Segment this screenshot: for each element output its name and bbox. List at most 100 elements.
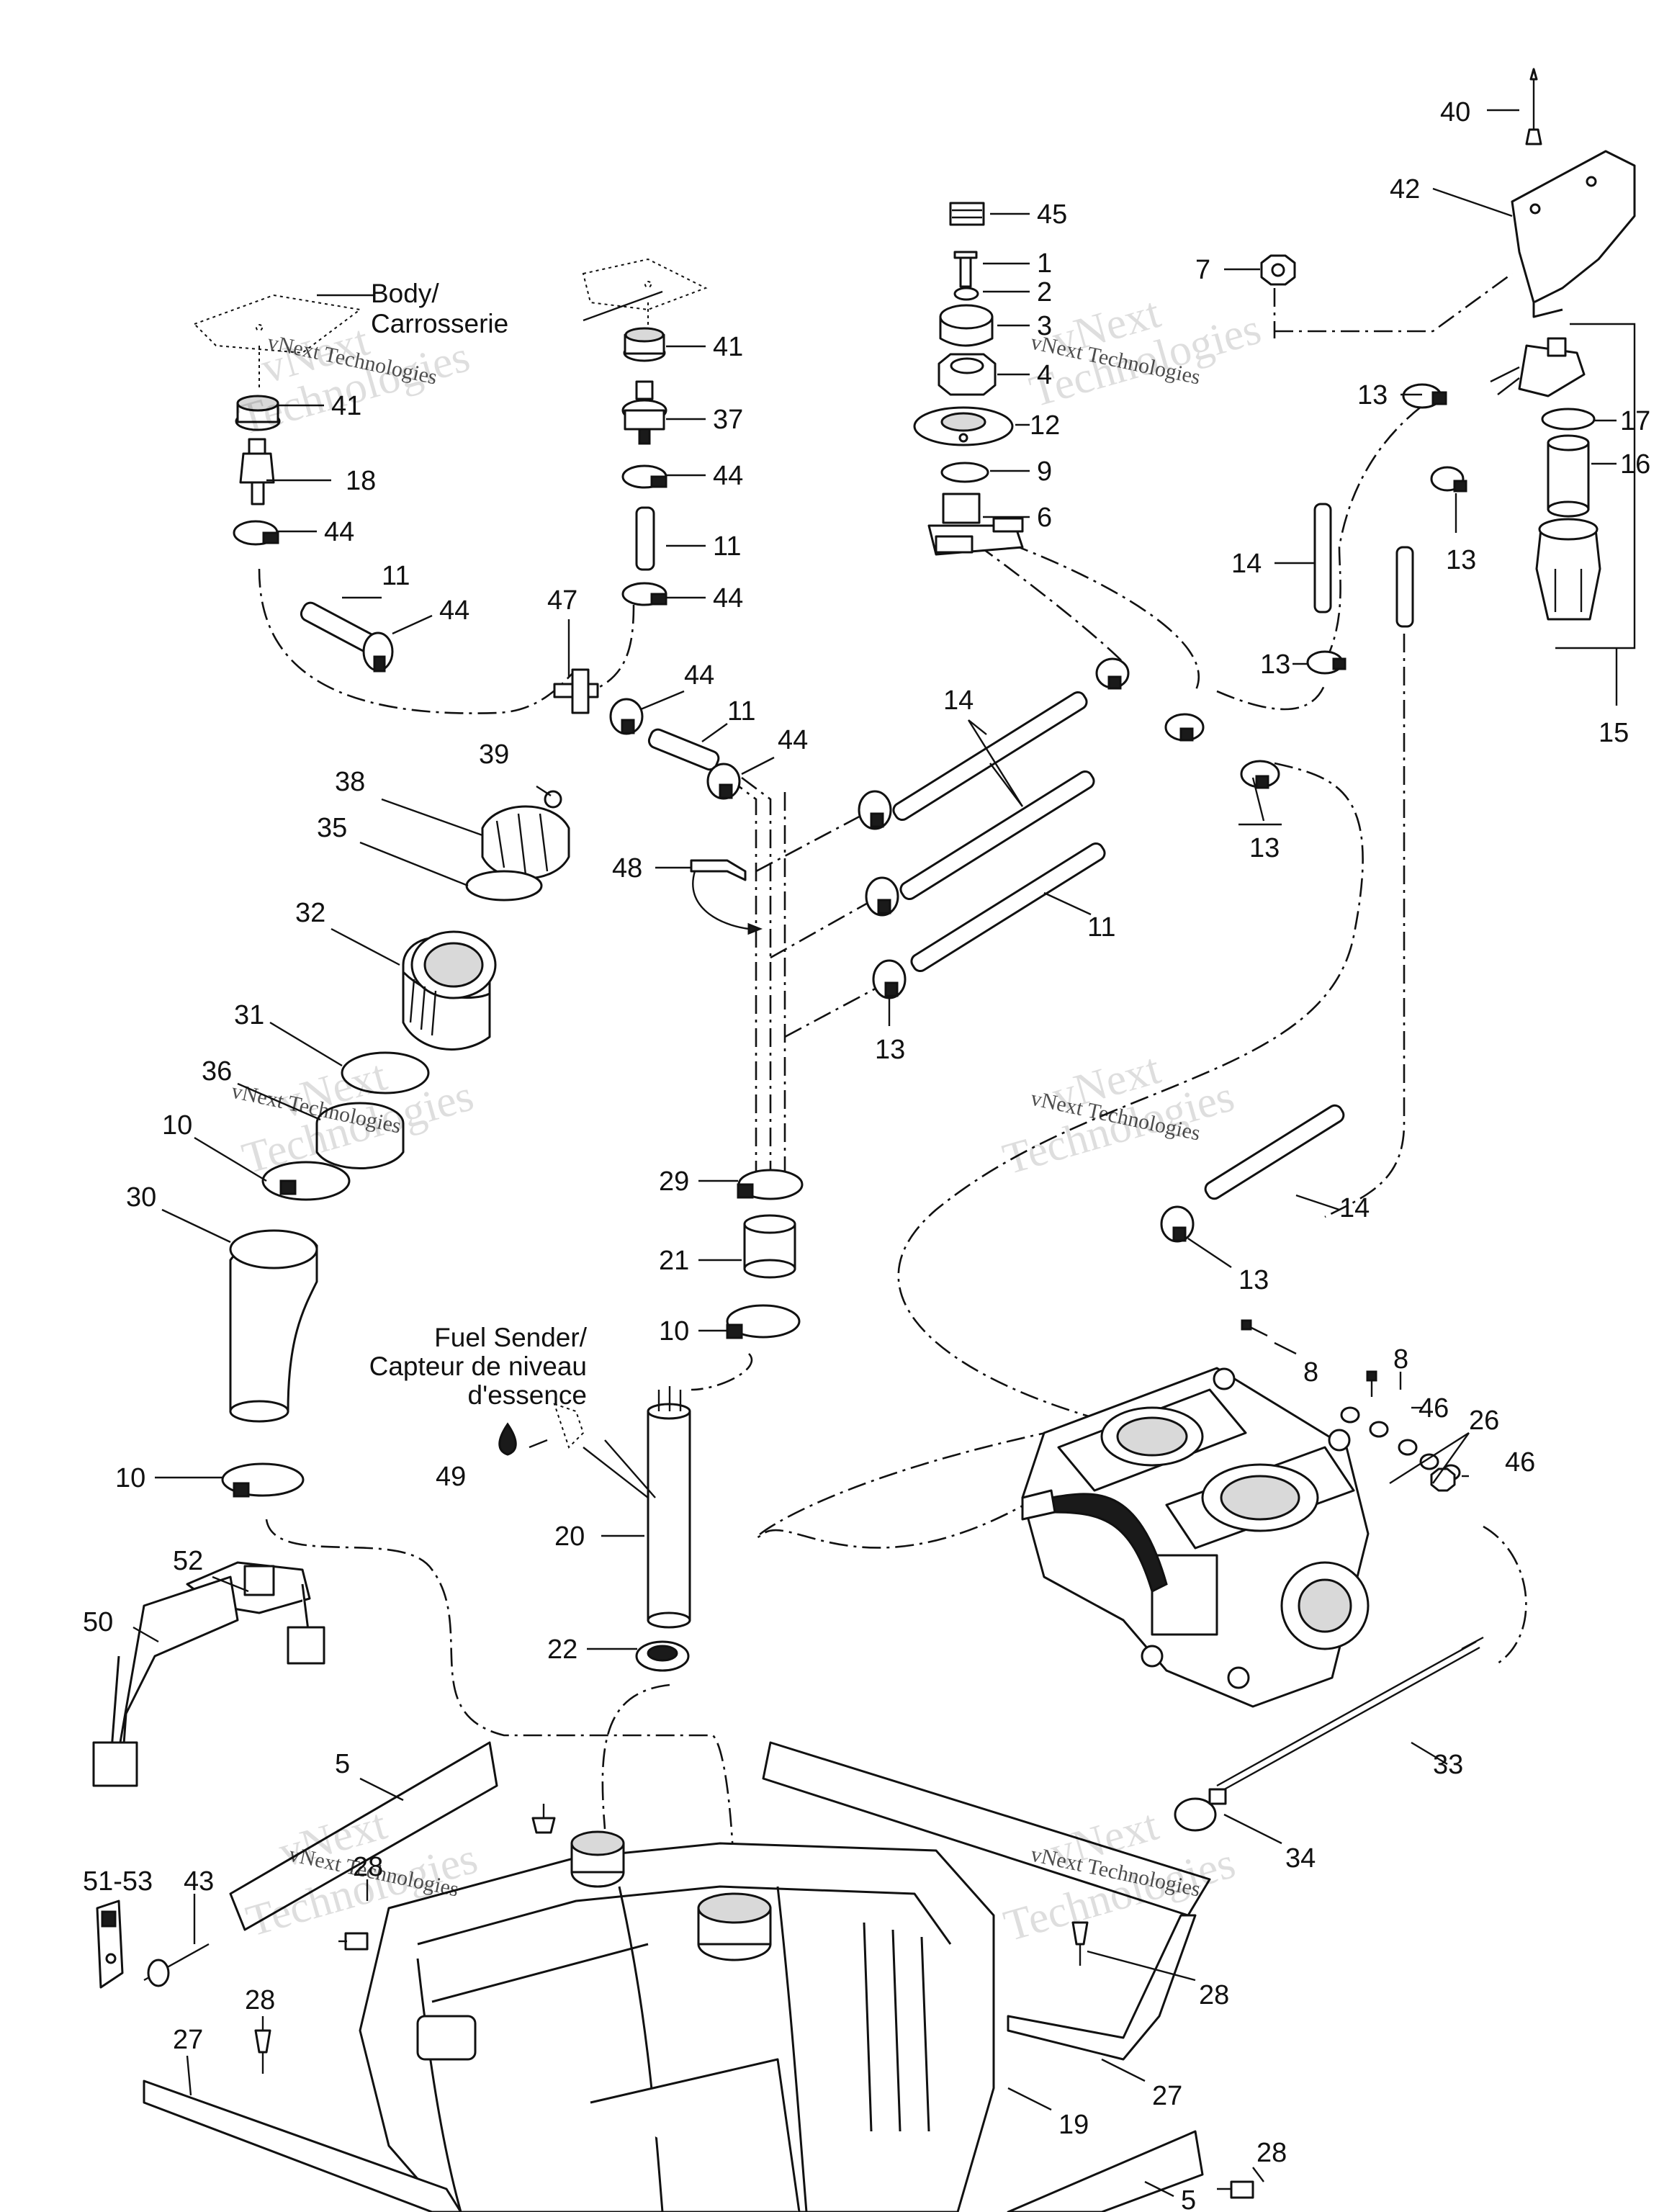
callout-9: 9 (1037, 457, 1052, 487)
callout-49: 49 (436, 1462, 466, 1492)
note-sender-line2: Capteur de niveau (369, 1352, 587, 1381)
sender-nut-22 (635, 1640, 690, 1672)
callout-42: 42 (1390, 174, 1420, 204)
clamp-13-g (1095, 657, 1130, 690)
clamp-13-d (858, 790, 892, 830)
callout-32: 32 (295, 898, 325, 928)
callout-8-a: 8 (1303, 1357, 1318, 1388)
screw-28-left (254, 2029, 271, 2074)
rivet-43 (143, 1943, 210, 1987)
note-sender-line1: Fuel Sender/ (434, 1323, 588, 1352)
callout-27-left: 27 (173, 2025, 203, 2055)
callout-numbers: 40 42 45 1 2 3 4 12 9 6 7 13 17 16 13 14… (83, 97, 1650, 2212)
knob-34 (1174, 1788, 1227, 1832)
tank-support-5-upper (229, 1741, 498, 1931)
callout-3: 3 (1037, 311, 1052, 341)
clamp-44-a (233, 520, 279, 546)
carburetor-assembly (1021, 1367, 1370, 1708)
o-ring-17 (1541, 408, 1596, 431)
clamp-44-e (621, 464, 667, 489)
clip-51-53 (96, 1899, 124, 1989)
callout-29: 29 (659, 1166, 689, 1197)
callout-21: 21 (659, 1246, 689, 1276)
callout-38: 38 (335, 767, 365, 797)
hose-11-middle (647, 728, 720, 771)
callout-28-left: 28 (245, 1985, 275, 2015)
callout-41-left: 41 (331, 391, 361, 421)
screw-28-lower-right (1217, 2180, 1254, 2199)
filler-hose-30 (229, 1229, 318, 1423)
callout-13-a: 13 (1357, 380, 1388, 410)
callout-11-a: 11 (382, 561, 410, 591)
callout-27-right: 27 (1152, 2081, 1182, 2111)
nut-4 (938, 353, 997, 396)
tank-filler-boss (570, 1830, 625, 1888)
watermarks: vNext Technologies vNext Technologies vN… (230, 288, 1267, 1951)
callout-14-b: 14 (943, 685, 974, 716)
clamp-13-f (872, 959, 907, 999)
sealant-sprinkle (553, 1403, 585, 1449)
callout-46-b: 46 (1505, 1447, 1535, 1478)
clamp-10-a (261, 1161, 351, 1201)
bracket-42 (1511, 150, 1636, 318)
nut-36 (315, 1102, 405, 1169)
callout-50: 50 (83, 1607, 113, 1637)
callout-31: 31 (234, 1000, 264, 1030)
callout-13-f: 13 (1238, 1265, 1269, 1295)
bracket-15-line (1555, 323, 1636, 649)
callout-41-right: 41 (713, 332, 743, 362)
callout-44-c: 44 (439, 595, 469, 626)
callout-15: 15 (1599, 718, 1629, 748)
clamp-13-b (1430, 466, 1467, 493)
rod-33 (1216, 1636, 1484, 1793)
note-fuel-sender: Fuel Sender/ Capteur de niveau d'essence (369, 1323, 588, 1410)
screw-1 (953, 251, 978, 288)
plug-45 (949, 202, 985, 226)
clamp-44-d (706, 763, 741, 800)
callout-34: 34 (1285, 1843, 1316, 1874)
callout-12: 12 (1030, 410, 1060, 441)
hose-14-lower (1204, 1104, 1345, 1200)
note-body: Body/ Carrosserie (371, 279, 508, 338)
clamp-13-a (1402, 383, 1447, 409)
strap-50 (92, 1575, 239, 1787)
grommet-41-right (623, 327, 666, 362)
callout-37: 37 (713, 405, 743, 435)
clamp-13-e (865, 876, 899, 917)
clamp-13-i (1240, 760, 1280, 789)
clamp-13-c (1306, 650, 1346, 675)
nut-46 (1430, 1467, 1456, 1492)
hose-11-vertical (635, 506, 655, 571)
callout-20: 20 (554, 1521, 585, 1552)
clamp-44-c (609, 698, 644, 735)
callout-10-c: 10 (115, 1463, 145, 1493)
callout-46-a: 46 (1419, 1393, 1449, 1424)
callout-13-c: 13 (1260, 649, 1290, 680)
clamp-13-j (1160, 1205, 1195, 1243)
callout-5-upper: 5 (335, 1749, 350, 1779)
callout-43: 43 (184, 1866, 214, 1897)
hose-14-diag-b (899, 770, 1095, 901)
callout-7: 7 (1195, 255, 1210, 285)
callout-17: 17 (1620, 406, 1650, 436)
callout-26: 26 (1469, 1406, 1499, 1436)
callout-39: 39 (479, 739, 509, 770)
callout-13-e: 13 (875, 1035, 905, 1065)
callout-22: 22 (547, 1635, 577, 1665)
clamp-10-c (726, 1304, 801, 1339)
callout-45: 45 (1037, 199, 1067, 230)
hose-11-diag (910, 842, 1106, 973)
callout-28-upper: 28 (353, 1852, 383, 1882)
rollover-valve-37 (621, 380, 667, 445)
nut-7 (1260, 254, 1296, 286)
washer-2 (953, 287, 979, 301)
filter-head-assembly (1490, 337, 1586, 397)
tank-support-5-lower (1007, 2130, 1204, 2212)
pin-40 (1525, 68, 1542, 145)
callout-48: 48 (612, 853, 642, 884)
fuel-sender-20 (647, 1386, 691, 1629)
spacers-26 (1340, 1406, 1461, 1481)
sealant-drop-49 (498, 1422, 517, 1456)
callout-13-b: 13 (1446, 545, 1476, 575)
note-body-line1: Body/ (371, 279, 439, 308)
